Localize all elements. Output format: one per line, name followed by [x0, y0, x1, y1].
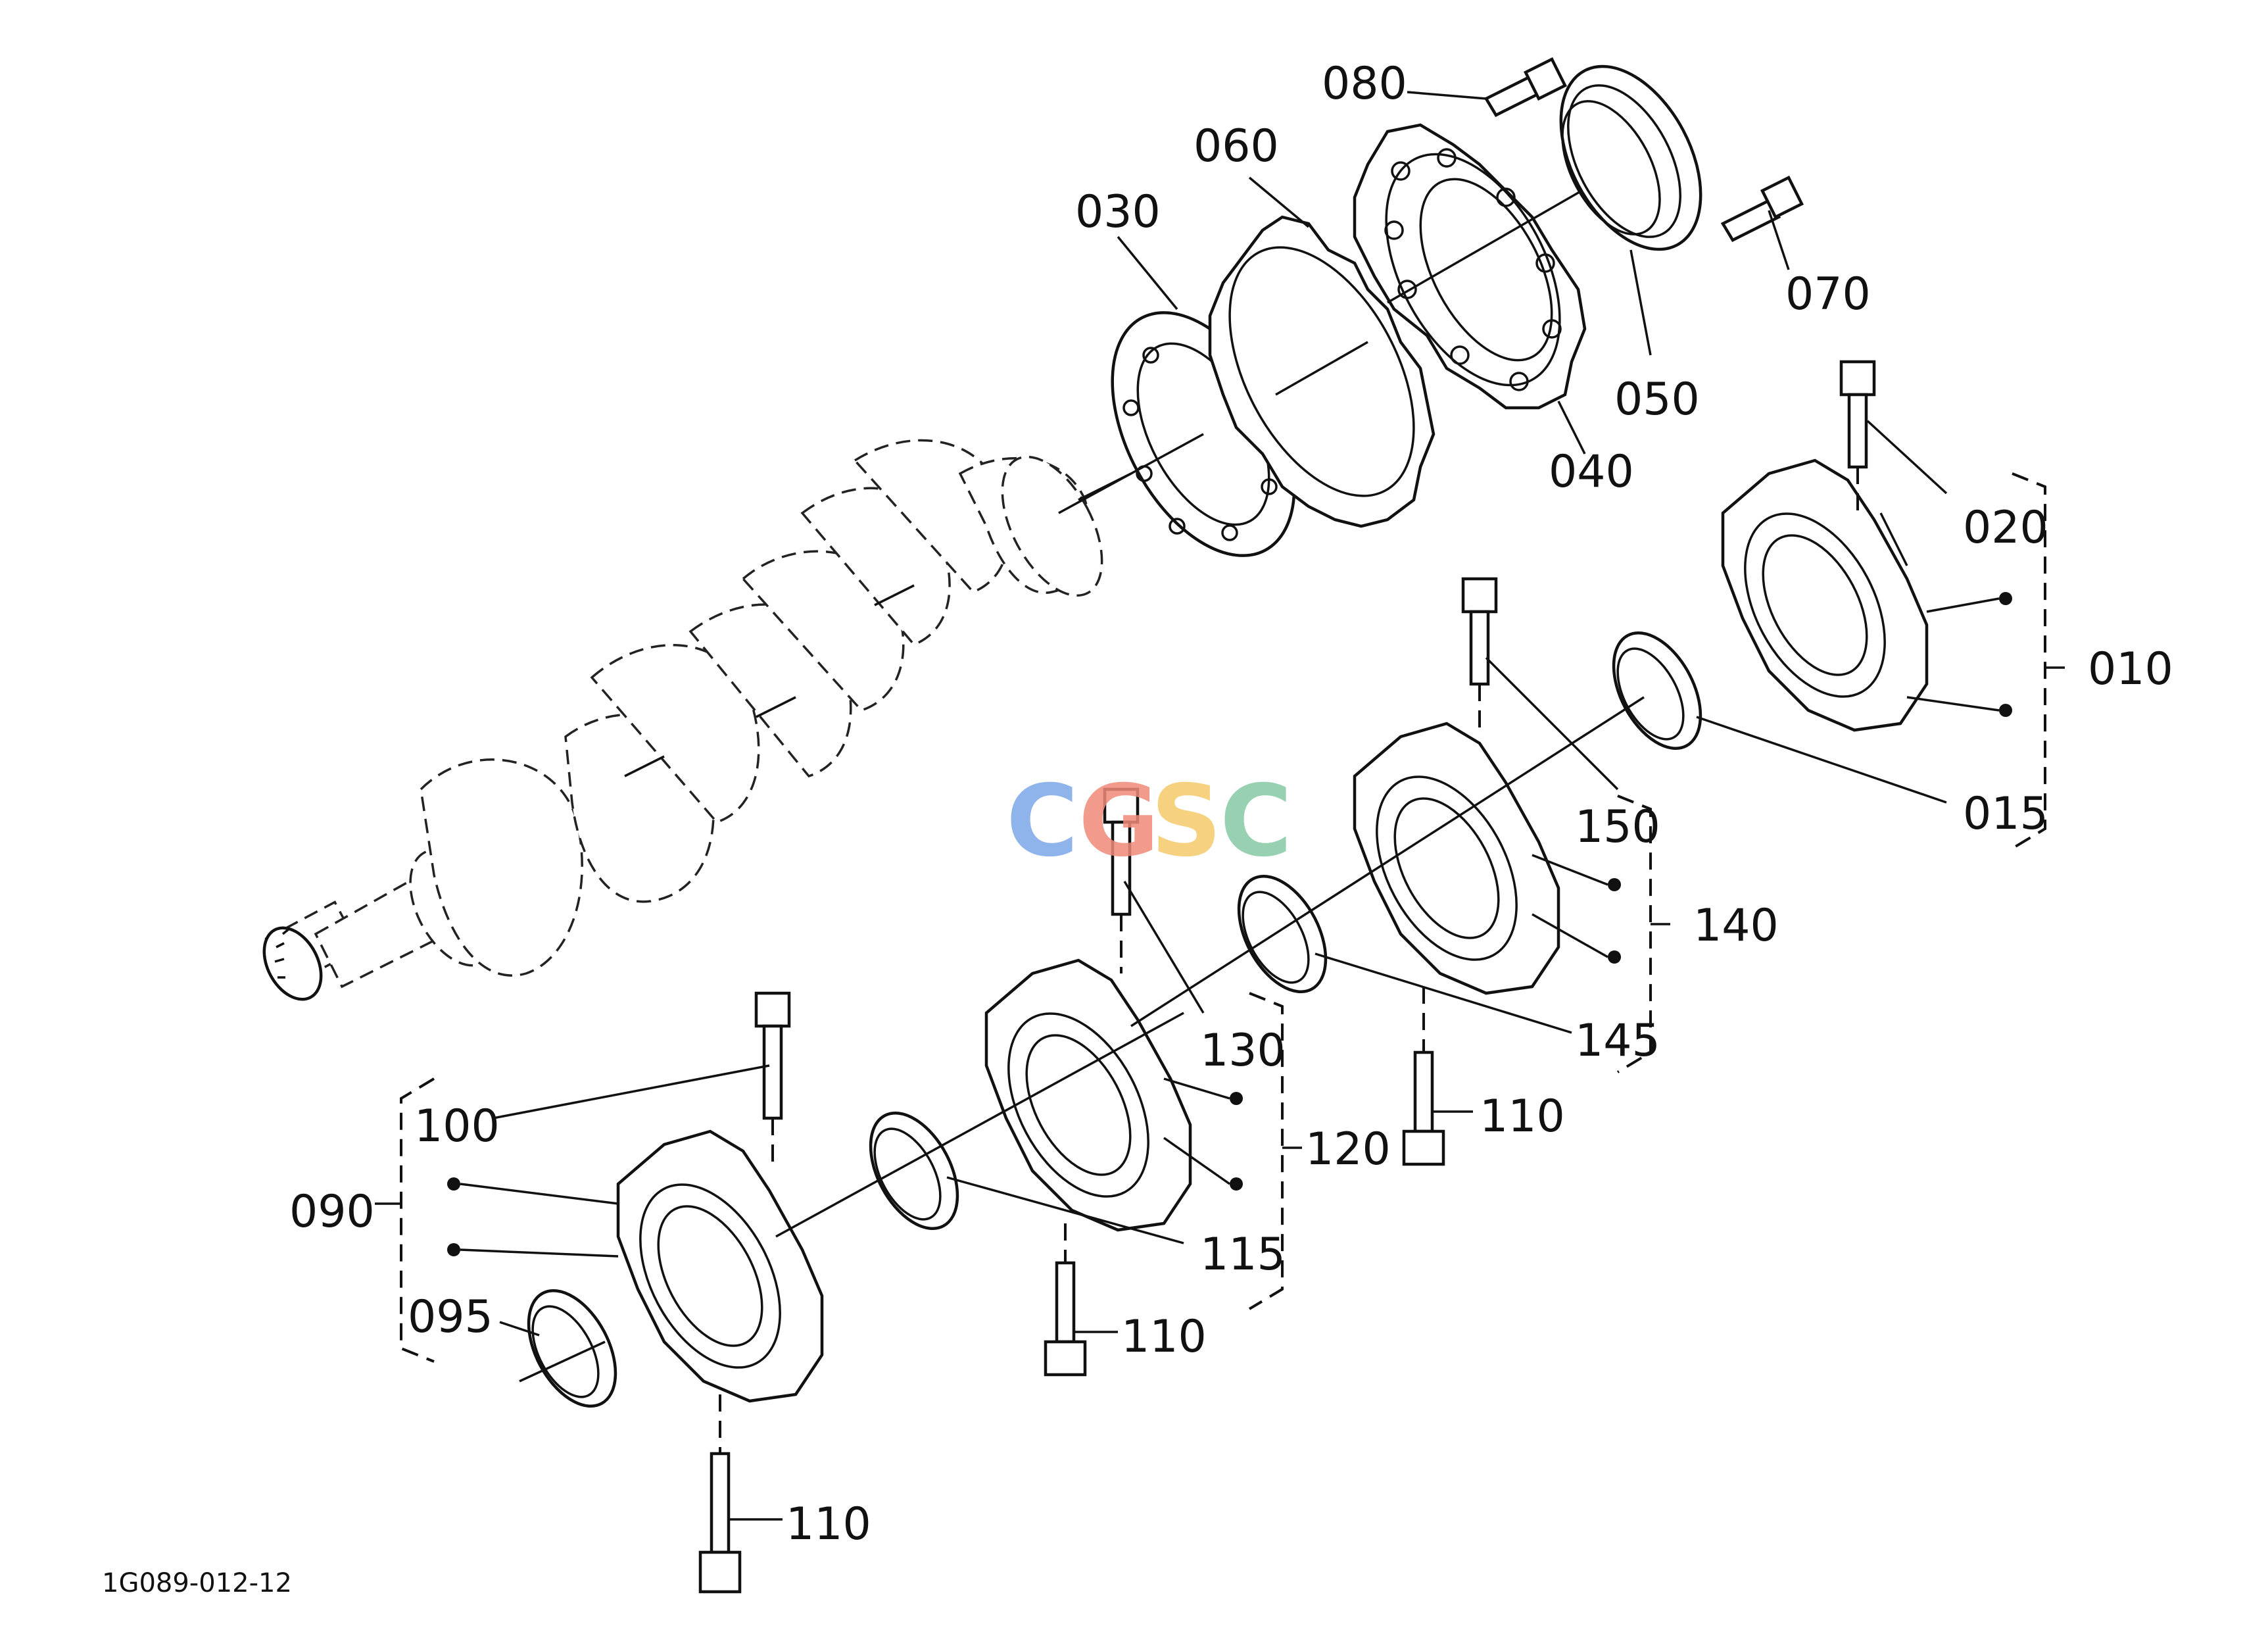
crankshaft: [262, 439, 1132, 1001]
label-130: 130: [1200, 1025, 1286, 1077]
part-110-bolt-b: [1402, 987, 1445, 1166]
part-050-oil-seal: [1559, 64, 1702, 251]
label-140: 140: [1693, 900, 1779, 952]
watermark-g: G: [1078, 764, 1159, 879]
part-115-bearing: [869, 1111, 959, 1231]
bracket-010: [2011, 472, 2046, 850]
part-130-bolt: [1103, 787, 1140, 973]
part-020-bolt: [1839, 360, 1876, 520]
label-060: 060: [1194, 120, 1279, 172]
label-150: 150: [1575, 801, 1660, 853]
part-150-bolt: [1461, 577, 1498, 737]
part-100-bolt: [754, 991, 791, 1171]
label-020: 020: [1963, 502, 2048, 554]
part-070-bolt: [1720, 175, 1804, 242]
watermark-s: S: [1151, 764, 1222, 879]
label-095: 095: [408, 1291, 493, 1343]
label-015: 015: [1963, 788, 2048, 840]
label-080: 080: [1322, 58, 1407, 110]
label-145: 145: [1575, 1015, 1660, 1067]
bracket-090: [400, 1077, 435, 1363]
label-110-c: 110: [786, 1498, 871, 1550]
label-120: 120: [1305, 1123, 1391, 1175]
bracket-140: [1616, 795, 1652, 1073]
watermark-c1: C: [1006, 764, 1078, 879]
part-145-bearing: [1237, 874, 1328, 994]
label-110-a: 110: [1121, 1311, 1207, 1363]
label-115: 115: [1200, 1229, 1286, 1281]
label-090: 090: [289, 1186, 375, 1238]
part-095-bearing: [527, 1289, 617, 1408]
label-030: 030: [1075, 186, 1161, 238]
watermark: C G S C: [1006, 764, 1292, 879]
label-070: 070: [1785, 268, 1871, 320]
label-050: 050: [1614, 374, 1700, 426]
part-090-bearing-case: [616, 1129, 824, 1403]
part-140-bearing-case: [1353, 722, 1560, 995]
label-110-b: 110: [1480, 1091, 1565, 1143]
label-100: 100: [414, 1100, 500, 1152]
part-080-bolt: [1484, 57, 1568, 117]
label-040: 040: [1549, 446, 1634, 498]
part-110-bolt-a: [1044, 1223, 1087, 1377]
drawing-code: 1G089-012-12: [102, 1568, 292, 1598]
label-010: 010: [2088, 643, 2173, 695]
part-060-gasket: [1208, 215, 1436, 528]
watermark-c2: C: [1220, 764, 1292, 879]
part-120-bearing-case: [984, 958, 1192, 1232]
part-040-flange: [1353, 123, 1605, 410]
part-010-bearing-case: [1721, 458, 1929, 732]
part-015-bearing: [1612, 631, 1702, 750]
part-110-bolt-c: [698, 1394, 742, 1594]
